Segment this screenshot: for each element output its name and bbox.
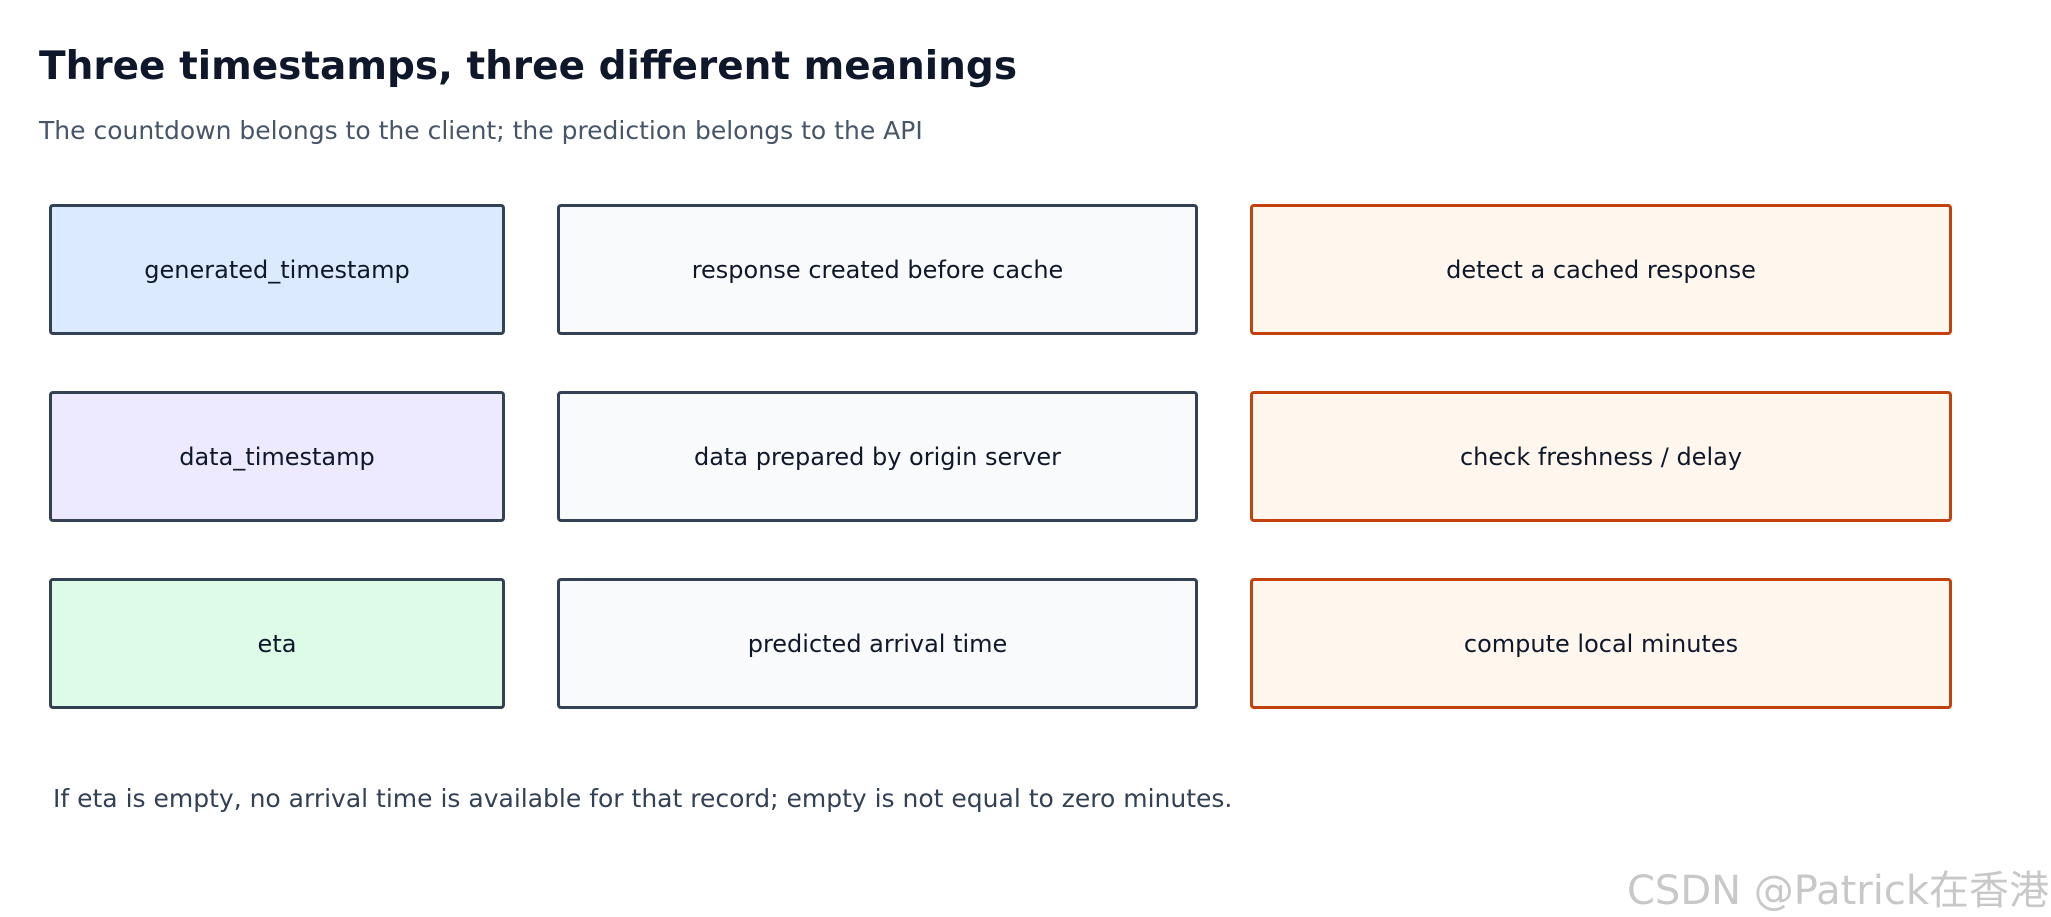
diagram-subtitle: The countdown belongs to the client; the… [39,116,923,145]
meaning-box-generated-timestamp: response created before cache [557,204,1198,335]
field-box-eta: eta [49,578,505,709]
use-box-data-timestamp: check freshness / delay [1250,391,1952,522]
meaning-box-data-timestamp: data prepared by origin server [557,391,1198,522]
use-box-eta: compute local minutes [1250,578,1952,709]
diagram-title: Three timestamps, three different meanin… [39,44,1018,89]
field-box-generated-timestamp: generated_timestamp [49,204,505,335]
use-box-generated-timestamp: detect a cached response [1250,204,1952,335]
field-box-data-timestamp: data_timestamp [49,391,505,522]
meaning-box-eta: predicted arrival time [557,578,1198,709]
footnote: If eta is empty, no arrival time is avai… [53,784,1233,813]
watermark: CSDN @Patrick在香港 [1627,868,2049,914]
